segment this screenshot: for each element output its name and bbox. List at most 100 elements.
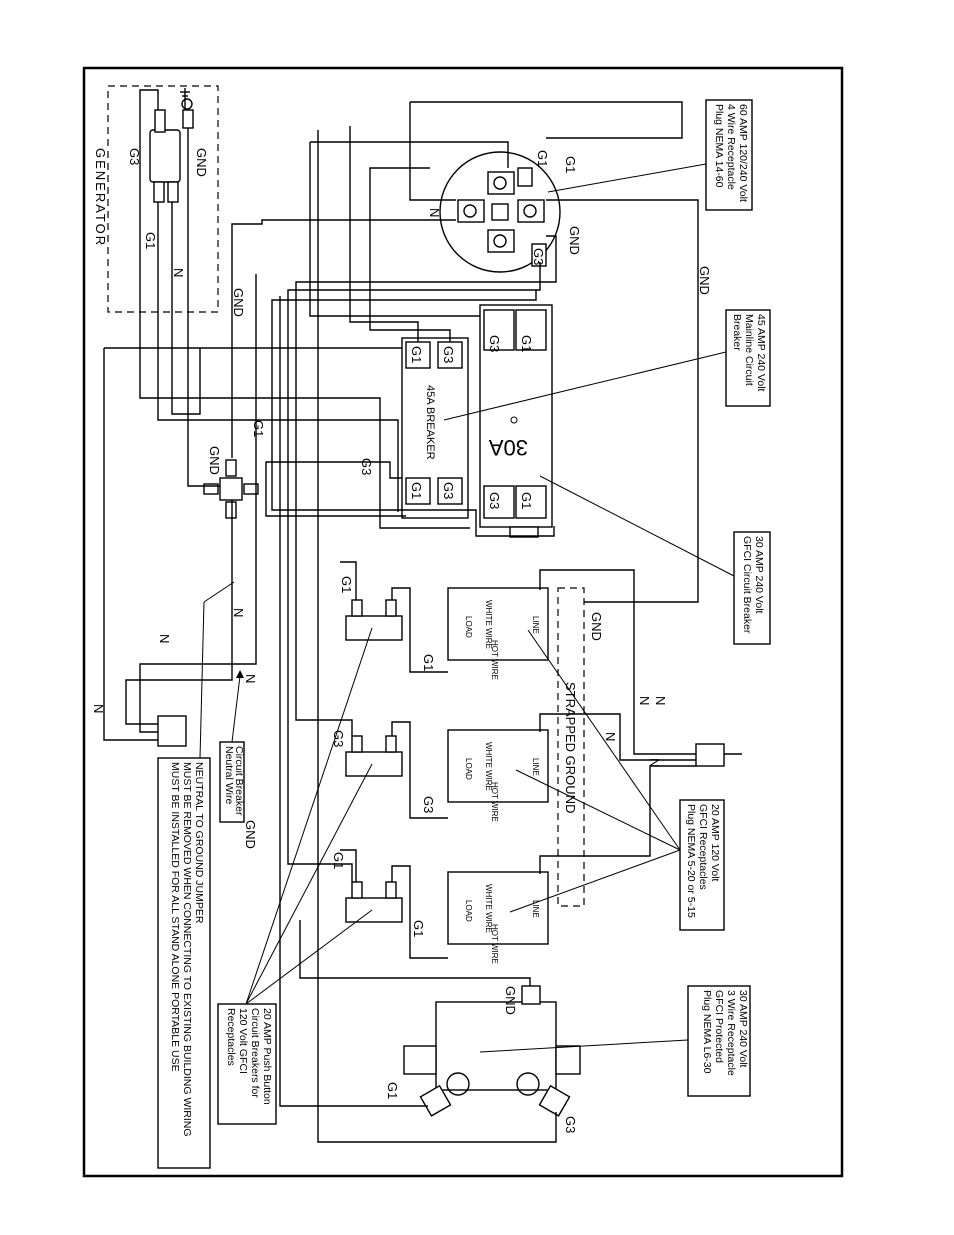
b45-g1-bot: G1: [409, 482, 424, 499]
gfci2-hot: HOT WIRE: [490, 782, 499, 822]
b30-g3-bot: G3: [487, 492, 502, 509]
wl-gnd1: GND: [567, 226, 582, 255]
gfci2-load: LOAD: [464, 758, 473, 780]
strapped-ground-label: STRAPPED GROUND: [563, 682, 578, 813]
callout-60a-l3: Plug NEMA 14-60: [713, 104, 725, 188]
wire-labels: G1 G1 N GND G3 GND GND G1 GND G3 G1 GND …: [91, 150, 712, 1133]
wl-g1h: G1: [385, 1082, 400, 1099]
gfci-receptacle-1: WHITE WIRE HOT WIRE LOAD LINE: [447, 587, 549, 680]
wl-gnd6: GND: [243, 820, 258, 849]
wl-n6: N: [653, 696, 668, 705]
wires: [103, 89, 742, 1143]
callout-pb-l3: 120 Volt GFCI: [237, 1008, 249, 1074]
callout-30-l2: 3 Wire Receptacle: [725, 990, 737, 1076]
wl-g3a: G3: [531, 248, 546, 265]
callout-jumper-note: NEUTRAL TO GROUND JUMPER MUST BE REMOVED…: [157, 581, 235, 1169]
gen-label-n: N: [171, 268, 186, 277]
callout-60a-l1: 60 AMP 120/240 Volt: [737, 104, 749, 202]
gen-label-g1: G1: [143, 232, 158, 249]
callout-gr-l1: 20 AMP 120 Volt: [709, 804, 721, 882]
callout-gfci-breaker: 30 AMP 240 Volt GFCI Circuit Breaker: [539, 475, 771, 645]
gfci2-line: LINE: [531, 758, 540, 776]
gfci3-line: LINE: [531, 900, 540, 918]
wl-g1b: G1: [563, 156, 578, 173]
push-breakers: [345, 599, 403, 923]
wl-g3d: G3: [421, 796, 436, 813]
strapped-ground: STRAPPED GROUND: [557, 587, 585, 907]
gfci3-load: LOAD: [464, 900, 473, 922]
note-l1: NEUTRAL TO GROUND JUMPER: [193, 762, 205, 924]
wl-n1: N: [427, 208, 442, 217]
wl-g1a: G1: [535, 150, 550, 167]
callout-ml-l2: Mainline Circuit: [743, 314, 755, 386]
callout-30a-receptacle: 30 AMP 240 Volt 3 Wire Receptacle GFCI P…: [479, 985, 751, 1097]
b45-g1-top: G1: [409, 346, 424, 363]
wl-g1g: G1: [411, 920, 426, 937]
receptacle-30a: [403, 985, 581, 1117]
breaker-45a-label: 45A BREAKER: [424, 385, 436, 460]
wl-n5: N: [637, 696, 652, 705]
gen-label-g3: G3: [127, 148, 142, 165]
wl-n4: N: [243, 674, 258, 683]
wl-g3b: G3: [359, 458, 374, 475]
wl-n8: N: [603, 732, 618, 741]
gen-label-gnd: GND: [194, 148, 209, 177]
callout-push-breakers: 20 AMP Push Button Circuit Breakers for …: [217, 627, 373, 1125]
wl-g1d: G1: [339, 576, 354, 593]
callout-30-l3: GFCI Protected: [713, 990, 725, 1063]
callout-60a: 60 AMP 120/240 Volt 4 Wire Receptacle Pl…: [547, 99, 753, 211]
gfci2-white: WHITE WIRE: [484, 742, 493, 791]
neutral-connector-left: [157, 715, 187, 747]
wl-n9: N: [647, 758, 662, 767]
wl-gnd7: GND: [503, 986, 518, 1015]
generator-block: GENERATOR G3 GND G1 N: [93, 85, 219, 313]
breaker-30a-gfci: 30A G3 G1 G3 G1: [479, 304, 553, 538]
note-l2: MUST BE REMOVED WHEN CONNECTING TO EXIST…: [181, 762, 193, 1137]
callout-gr-l2: GFCI Receptacles: [697, 804, 709, 890]
callout-gb-l1: 30 AMP 240 Volt: [753, 536, 765, 614]
callout-30-l4: Plug NEMA L6-30: [701, 990, 713, 1074]
gfci1-white: WHITE WIRE: [484, 600, 493, 649]
b30-g1-bot: G1: [519, 492, 534, 509]
callout-gb-l2: GFCI Circuit Breaker: [741, 536, 753, 634]
callout-pb-l4: Receptacles: [225, 1008, 237, 1066]
gfci-receptacle-3: WHITE WIRE HOT WIRE LOAD LINE: [447, 871, 549, 964]
callout-ml-l3: Breaker: [731, 314, 743, 351]
wl-g3c: G3: [331, 730, 346, 747]
wl-g3e: G3: [563, 1116, 578, 1133]
wl-n3: N: [157, 634, 172, 643]
neutral-connector-right: [695, 743, 725, 767]
ground-jumper-connector: [203, 459, 259, 519]
wl-n7: N: [91, 704, 106, 713]
wl-gnd5: GND: [589, 612, 604, 641]
gfci3-white: WHITE WIRE: [484, 884, 493, 933]
gfci3-hot: HOT WIRE: [490, 924, 499, 964]
note-l3: MUST BE INSTALLED FOR ALL STAND ALONE PO…: [169, 762, 181, 1072]
gfci-receptacle-2: WHITE WIRE HOT WIRE LOAD LINE: [447, 729, 549, 822]
gfci1-line: LINE: [531, 616, 540, 634]
callout-30-l1: 30 AMP 240 Volt: [737, 990, 749, 1068]
breaker-30a-label: 30A: [489, 435, 528, 460]
callout-ml-l1: 45 AMP 240 Volt: [755, 314, 767, 392]
b30-g1-top: G1: [519, 335, 534, 352]
wl-gnd3: GND: [231, 288, 246, 317]
breaker-45a: 45A BREAKER G1 G3 G1 G3: [401, 337, 469, 519]
gfci1-hot: HOT WIRE: [490, 640, 499, 680]
callout-nw-l1: Circuit Breaker: [233, 746, 245, 816]
b30-g3-top: G3: [487, 335, 502, 352]
wl-gnd2: GND: [697, 266, 712, 295]
callout-60a-l2: 4 Wire Receptacle: [725, 104, 737, 190]
callout-nw-l2: Neutral Wire: [223, 746, 235, 805]
diagram-frame: [82, 66, 844, 1178]
callout-mainline: 45 AMP 240 Volt Mainline Circuit Breaker: [443, 309, 771, 421]
b45-g3-bot: G3: [441, 482, 456, 499]
callout-pb-l2: Circuit Breakers for: [249, 1008, 261, 1098]
callout-pb-l1: 20 AMP Push Button: [261, 1008, 273, 1105]
wl-n2: N: [231, 608, 246, 617]
callout-gr-l3: Plug NEMA 5-20 or 5-15: [685, 804, 697, 918]
gfci1-load: LOAD: [464, 616, 473, 638]
generator-title: GENERATOR: [93, 148, 108, 247]
receptacle-60a: [439, 151, 561, 273]
wl-g1c: G1: [251, 420, 266, 437]
callout-gfci-receptacles: 20 AMP 120 Volt GFCI Receptacles Plug NE…: [509, 629, 725, 931]
